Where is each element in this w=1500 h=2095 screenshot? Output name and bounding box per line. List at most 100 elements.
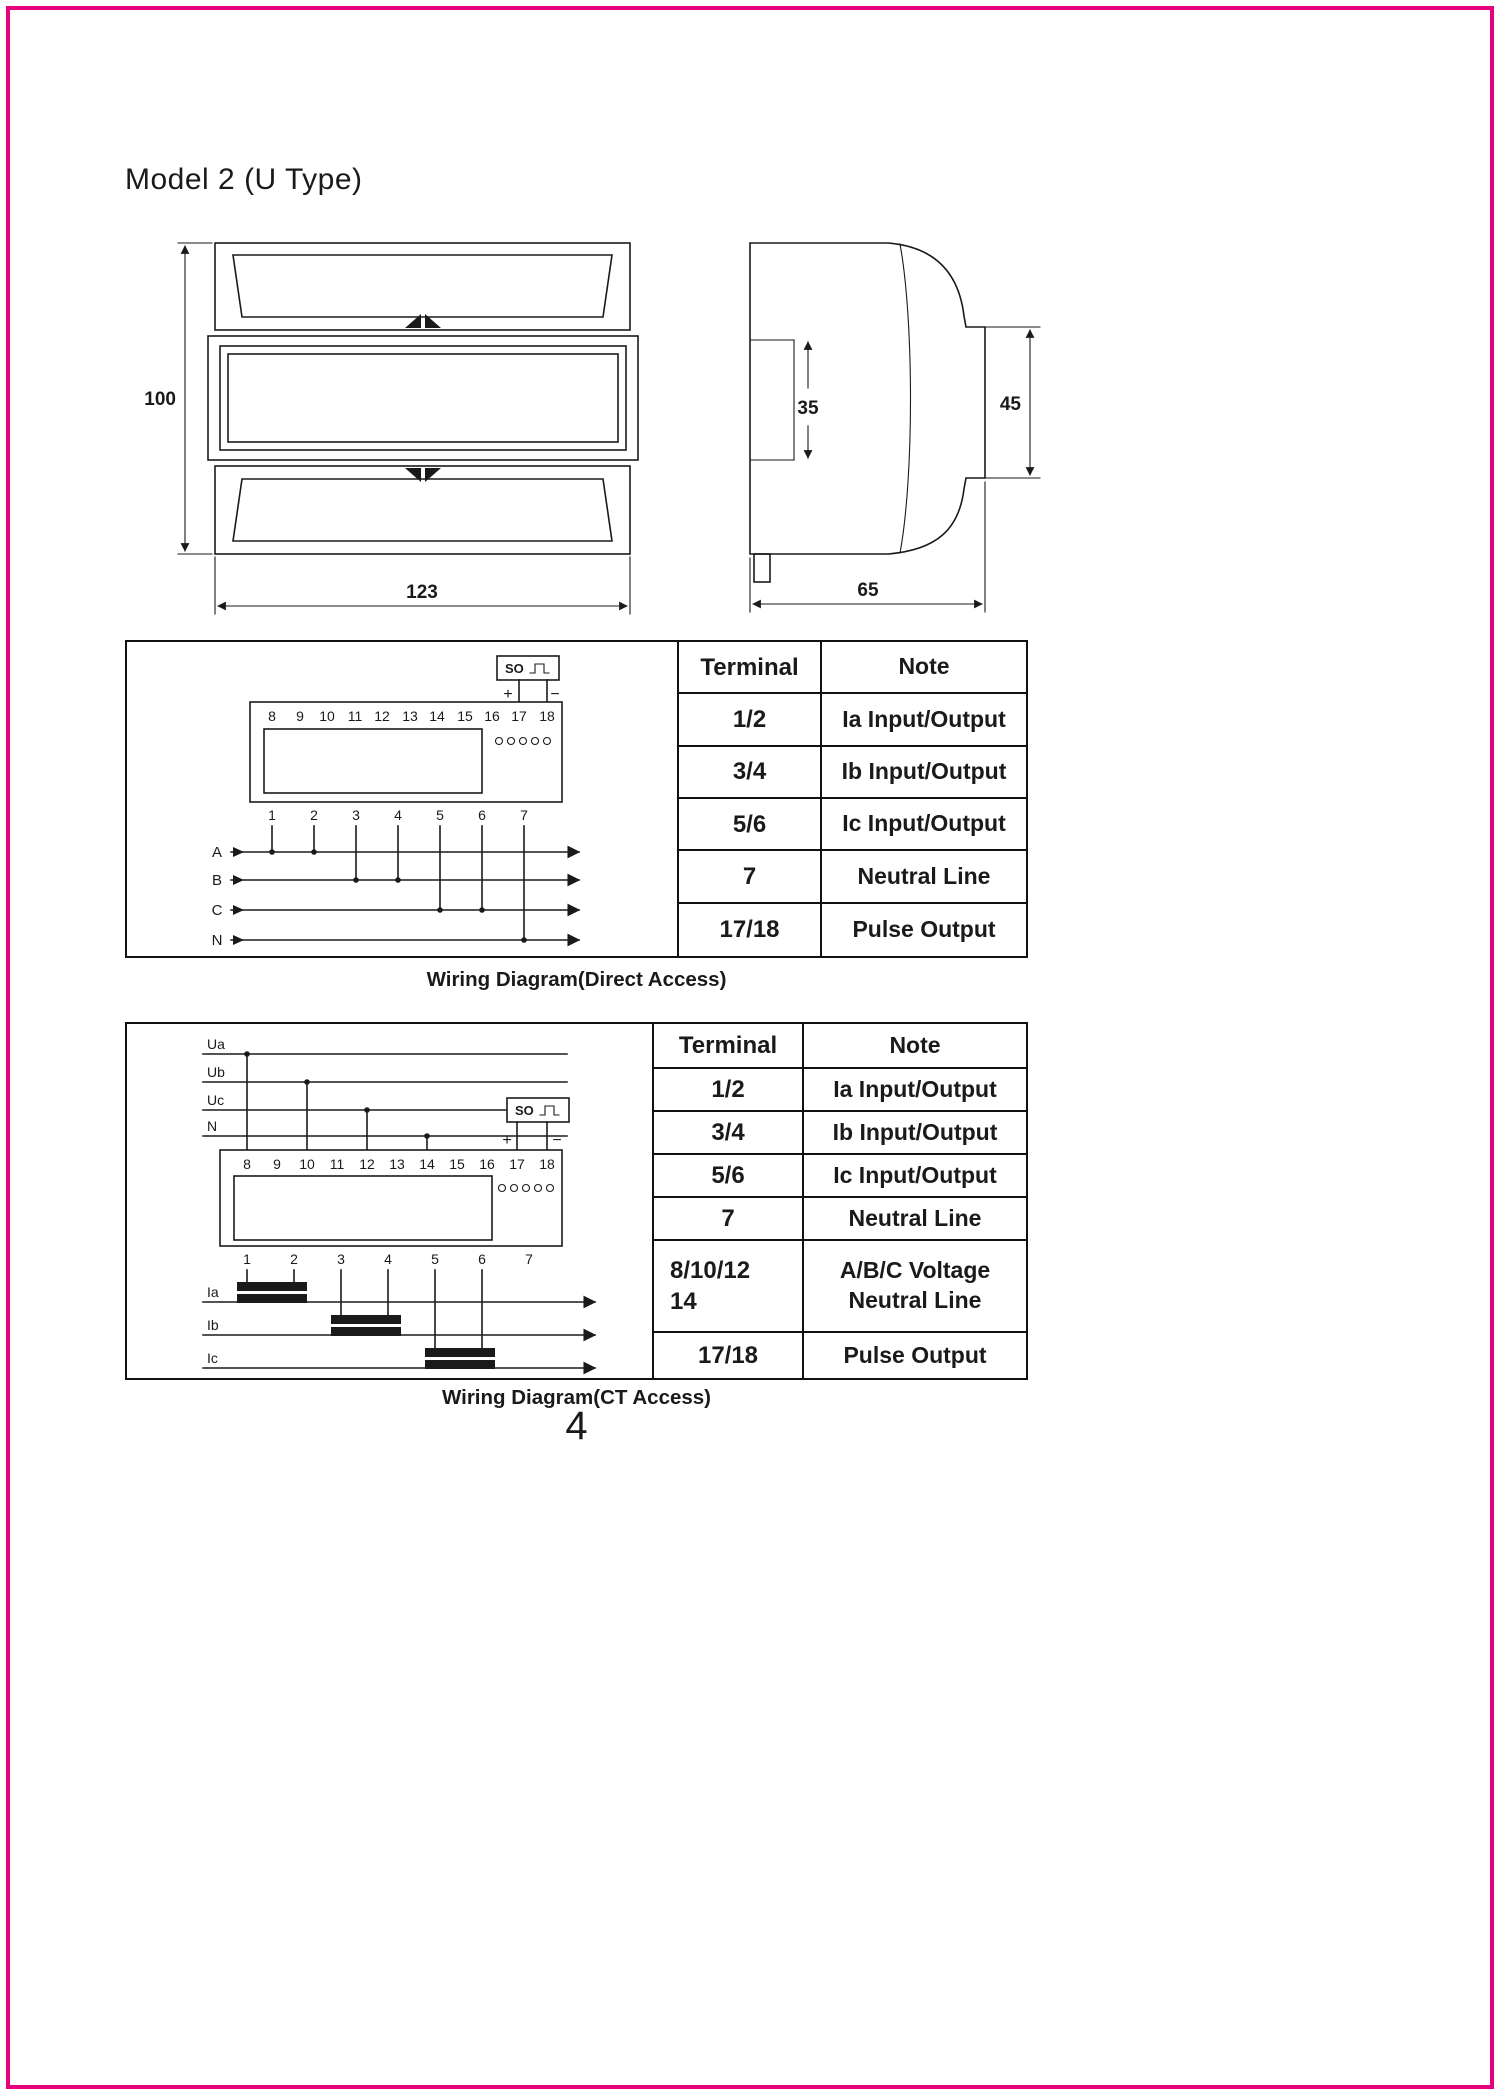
table-cell-terminal: 3/4 <box>654 1112 804 1155</box>
ct-wiring-svg: Ua Ub Uc N SO + − <box>202 1036 597 1375</box>
pulse-wave-icon <box>539 1105 560 1116</box>
terminal-number: 18 <box>539 708 555 724</box>
led-indicator <box>494 736 504 746</box>
table-cell-note: Ib Input/Output <box>804 1112 1026 1155</box>
table-cell-terminal: 3/4 <box>679 746 822 799</box>
terminal-number: 3 <box>337 1251 345 1267</box>
table-cell-note: Ia Input/Output <box>804 1069 1026 1112</box>
side-depth-dim: 65 <box>857 580 879 601</box>
led-indicator <box>521 1183 531 1193</box>
current-label: Ib <box>207 1317 219 1333</box>
pulse-output-symbol: SO + − <box>502 1097 570 1151</box>
side-view-drawing: 35 45 65 <box>749 242 1041 613</box>
snap-clip-icon <box>425 468 441 482</box>
snap-clip-icon <box>405 314 421 328</box>
table-header-note: Note <box>804 1024 1026 1069</box>
page-title: Model 2 (U Type) <box>125 163 363 196</box>
front-height-dim: 100 <box>144 389 176 410</box>
table-cell-note: Pulse Output <box>843 1341 987 1368</box>
table-cell-note: Ib Input/Output <box>822 747 1026 799</box>
page-border <box>6 6 1494 2089</box>
terminal-number: 8 <box>243 1156 251 1172</box>
so-label: SO <box>505 661 524 676</box>
table-header-terminal: Terminal <box>654 1024 804 1069</box>
ct-bar-icon <box>331 1327 401 1336</box>
table-cell-terminal: 17/18 <box>654 1333 804 1378</box>
snap-clip-icon <box>405 468 421 482</box>
table-cell-note: Ic Input/Output <box>804 1155 1026 1198</box>
led-indicator <box>530 736 540 746</box>
plus-label: + <box>503 686 512 703</box>
plus-label: + <box>502 1132 511 1149</box>
ct-access-panel: Ua Ub Uc N SO + − <box>125 1022 1028 1380</box>
pulse-output-symbol: SO + − <box>496 655 560 703</box>
terminal-number: 10 <box>299 1156 315 1172</box>
table-cell-note: Ia Input/Output <box>822 694 1026 747</box>
table-cell-note: Neutral Line <box>822 851 1026 904</box>
table-cell-terminal: 17/18 <box>679 903 822 956</box>
terminal-number: 4 <box>384 1251 392 1267</box>
minus-label: − <box>550 686 559 703</box>
side-dimensions: 35 45 65 <box>749 326 1041 613</box>
pulse-wave-icon <box>529 663 550 674</box>
voltage-wires: Ua Ub Uc N <box>202 1036 568 1151</box>
ct-terminal-table: Terminal Note 1/2 Ia Input/Output 3/4 Ib… <box>652 1024 1026 1378</box>
table-cell-note: Neutral Line <box>804 1198 1026 1241</box>
current-wires: Ia Ib Ic <box>202 1269 597 1375</box>
terminal-strip: 8 9 10 11 12 13 14 15 16 17 18 1 2 3 4 5 <box>219 1149 563 1267</box>
current-label: Ia <box>207 1284 219 1300</box>
side-outline <box>749 242 986 583</box>
table-header-note: Note <box>822 642 1026 695</box>
terminal-number: 9 <box>296 708 304 724</box>
ct-access-diagram: Ua Ub Uc N SO + − <box>127 1024 652 1378</box>
terminal-number: 13 <box>389 1156 405 1172</box>
front-dimensions: 100 123 <box>144 242 631 615</box>
terminal-number: 16 <box>484 708 500 724</box>
terminal-number: 11 <box>348 708 363 724</box>
front-view-drawing: 100 123 <box>144 242 639 615</box>
led-indicator <box>497 1183 507 1193</box>
ct-bar-icon <box>331 1315 401 1324</box>
side-right-dim: 45 <box>1000 394 1022 415</box>
led-indicator <box>533 1183 543 1193</box>
terminal-number: 8 <box>268 708 276 724</box>
snap-clip-icon <box>425 314 441 328</box>
led-indicator <box>518 736 528 746</box>
front-width-dim: 123 <box>406 582 438 603</box>
led-indicator <box>509 1183 519 1193</box>
table-cell-note: Ic Input/Output <box>822 799 1026 852</box>
ct-bar-icon <box>237 1282 307 1291</box>
direct-terminal-table: Terminal Note 1/2 Ia Input/Output 3/4 Ib… <box>677 642 1026 956</box>
ct-bar-icon <box>425 1360 495 1369</box>
terminal-number: 3 <box>352 807 360 823</box>
terminal-number: 5 <box>436 807 444 823</box>
terminal-number: 12 <box>359 1156 375 1172</box>
table-cell-terminal: 7 <box>679 851 822 904</box>
terminal-number: 6 <box>478 807 486 823</box>
side-slot-dim: 35 <box>797 398 819 419</box>
phase-label: C <box>212 902 223 919</box>
table-cell-terminal: 7 <box>654 1198 804 1241</box>
table-cell-terminal: 1/2 <box>654 1069 804 1112</box>
terminal-number: 14 <box>429 708 445 724</box>
terminal-number: 4 <box>394 807 402 823</box>
terminal-number: 2 <box>310 807 318 823</box>
led-indicator <box>542 736 552 746</box>
terminal-number: 6 <box>478 1251 486 1267</box>
page-number: 4 <box>565 1404 588 1448</box>
voltage-label: N <box>207 1118 217 1134</box>
terminal-number: 17 <box>511 708 527 724</box>
direct-access-panel: SO + − 8 9 10 <box>125 640 1028 958</box>
table-header-terminal: Terminal <box>679 642 822 695</box>
voltage-label: Uc <box>207 1092 224 1108</box>
ct-access-caption: Wiring Diagram(CT Access) <box>441 1386 712 1409</box>
voltage-label: Ua <box>207 1036 225 1052</box>
phase-label: A <box>212 844 222 861</box>
table-cell-terminal: 5/6 <box>679 798 822 852</box>
phase-wires: A B C N <box>212 825 581 949</box>
led-indicator <box>545 1183 555 1193</box>
table-cell-terminal: 1/2 <box>679 694 822 747</box>
direct-access-diagram: SO + − 8 9 10 <box>127 642 677 956</box>
terminal-number: 1 <box>243 1251 251 1267</box>
